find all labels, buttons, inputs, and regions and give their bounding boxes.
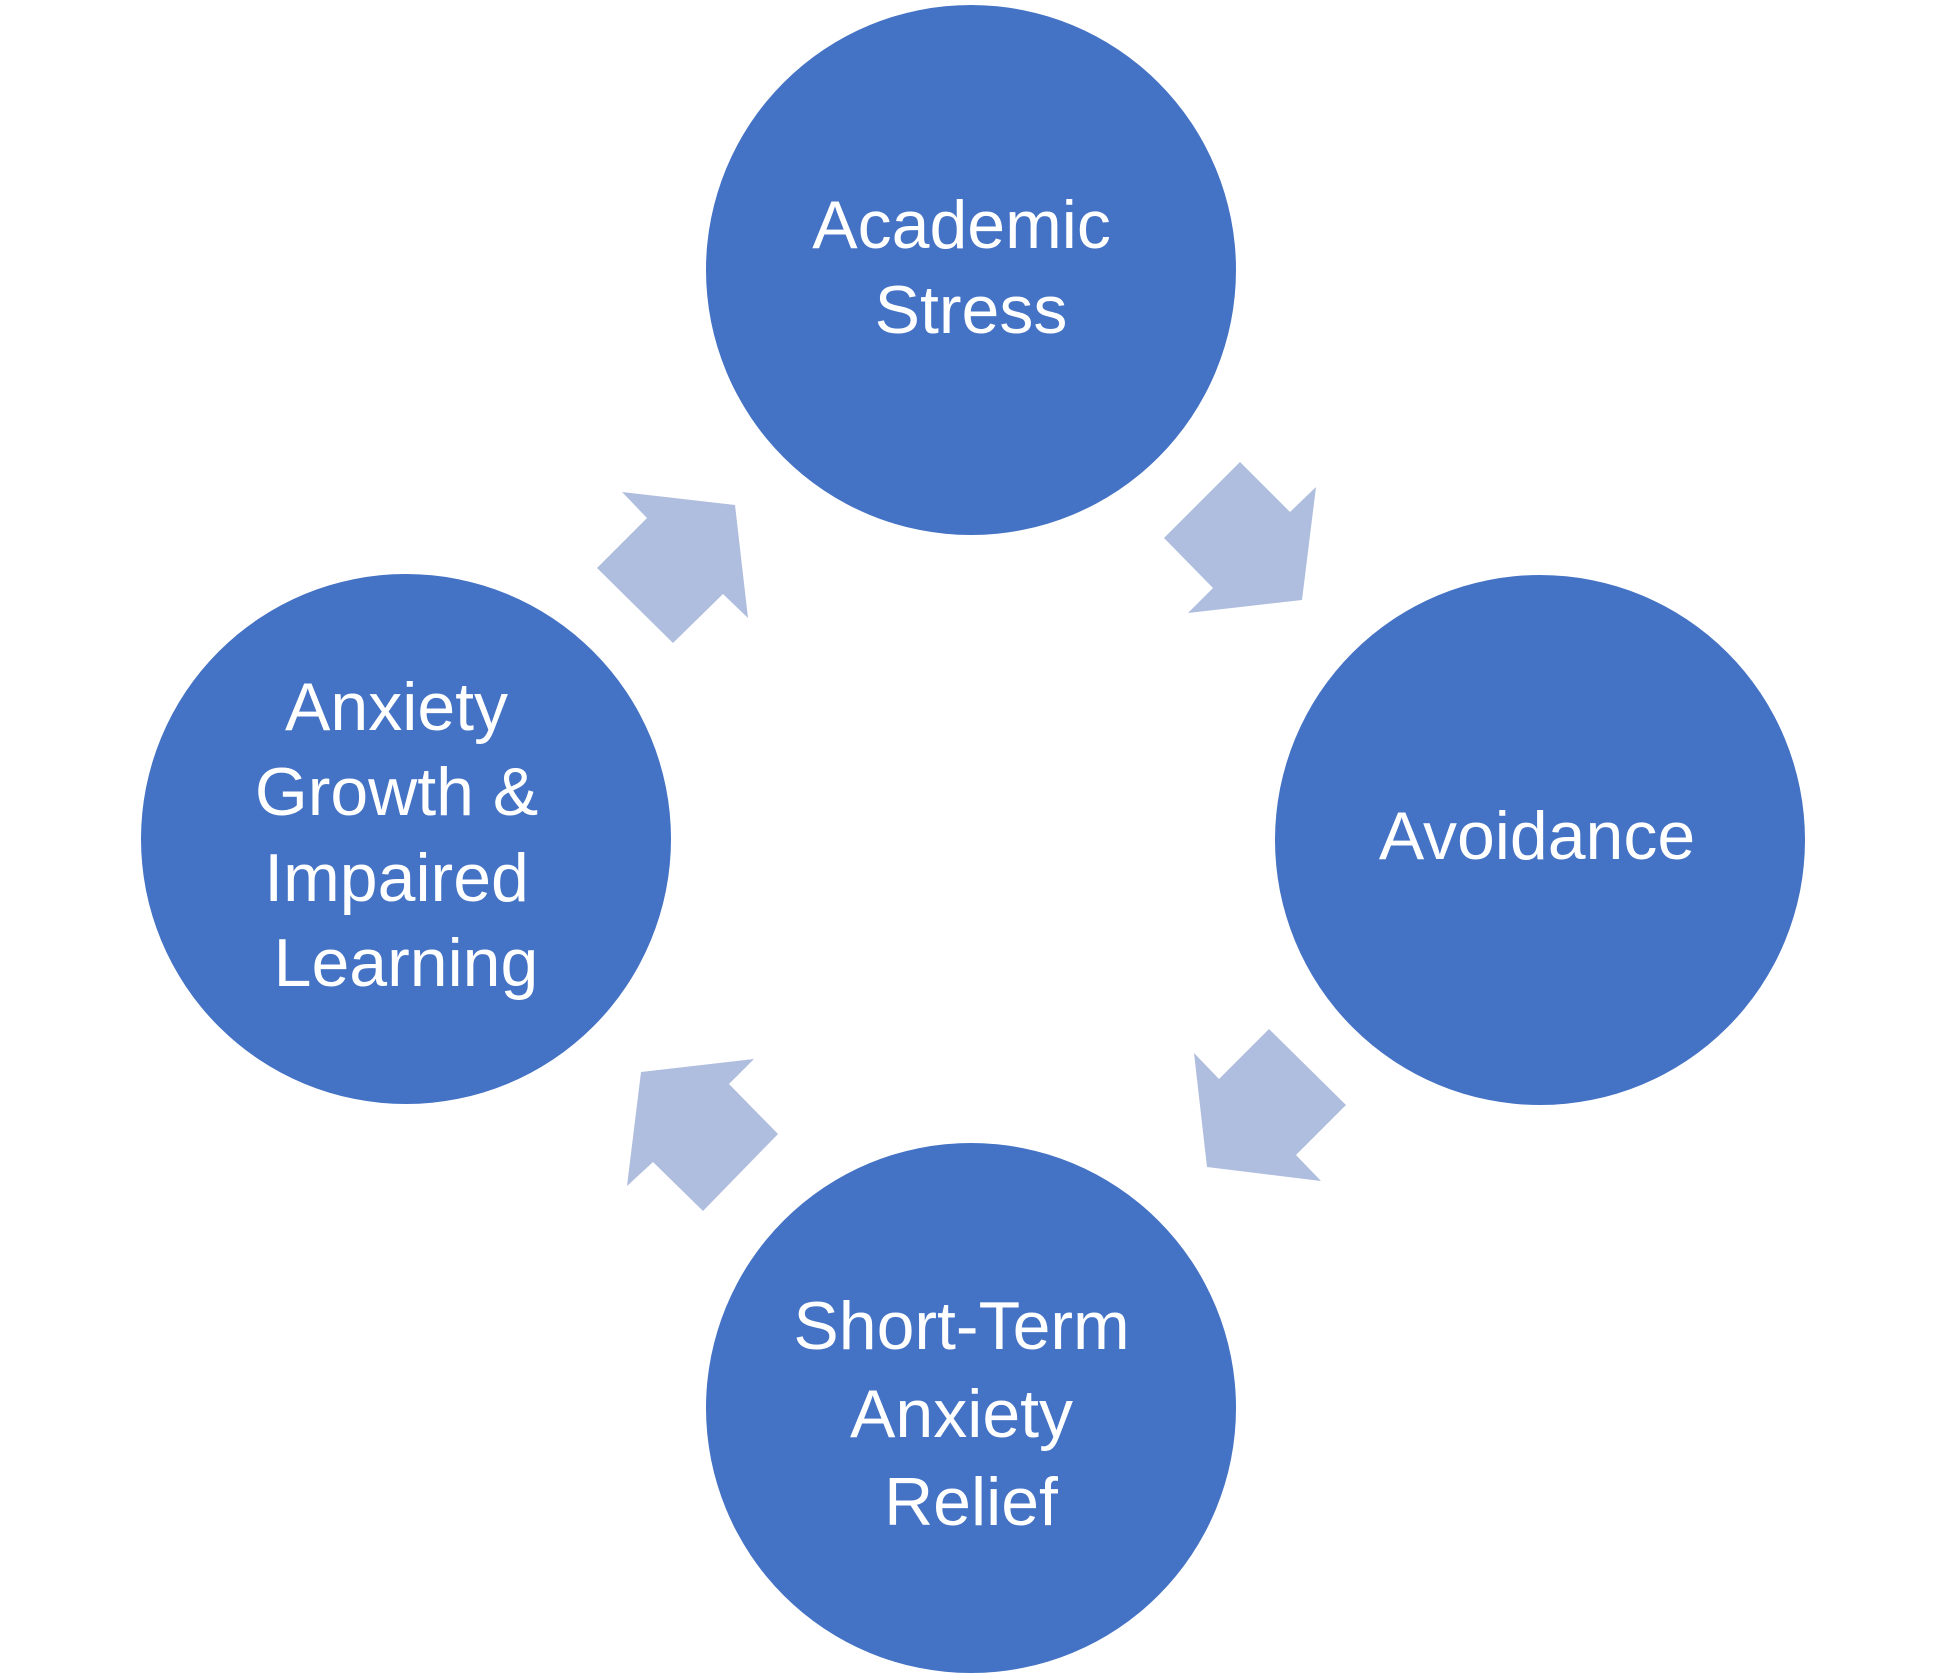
node-circle — [1275, 575, 1805, 1105]
node-label: Academic Stress — [812, 187, 1129, 348]
node-label: Avoidance — [1379, 798, 1695, 874]
node-label-line: Anxiety — [850, 1376, 1073, 1452]
node-circle — [706, 1143, 1236, 1673]
node-circle — [706, 5, 1236, 535]
arrow-anxiety-growth-to-academic-stress — [597, 492, 748, 643]
node-anxiety-growth-impaired-learning: Anxiety Growth & Impaired Learning — [141, 574, 671, 1104]
node-academic-stress: Academic Stress — [706, 5, 1236, 535]
node-circle — [141, 574, 671, 1104]
node-label-line: Relief — [884, 1464, 1058, 1540]
node-short-term-anxiety-relief: Short-Term Anxiety Relief — [706, 1143, 1236, 1673]
node-label-line: Avoidance — [1379, 798, 1695, 874]
arrow-short-term-relief-to-anxiety-growth — [627, 1059, 778, 1211]
node-label-line: Anxiety — [285, 669, 508, 745]
arrow-academic-stress-to-avoidance — [1164, 462, 1316, 613]
node-label: Anxiety Growth & Impaired Learning — [255, 669, 557, 1001]
node-label-line: Growth & — [255, 754, 538, 830]
node-label-line: Short-Term — [793, 1288, 1129, 1364]
node-label-line: Stress — [875, 272, 1068, 348]
node-label: Short-Term Anxiety Relief — [793, 1288, 1148, 1540]
node-avoidance: Avoidance — [1275, 575, 1805, 1105]
node-label-line: Academic — [812, 187, 1111, 263]
node-label-line: Impaired — [264, 840, 529, 916]
arrow-avoidance-to-short-term-relief — [1194, 1029, 1346, 1181]
node-label-line: Learning — [274, 925, 539, 1001]
